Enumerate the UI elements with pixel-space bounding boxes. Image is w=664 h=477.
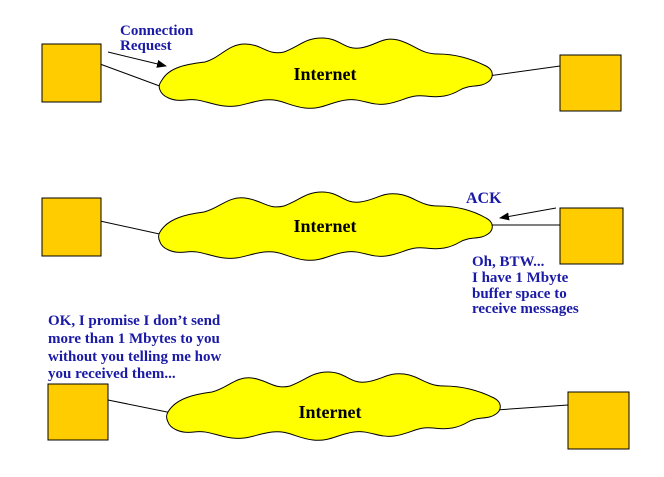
internet-cloud xyxy=(158,37,493,109)
connection-request-label: Connection Request xyxy=(120,23,197,54)
client-host xyxy=(41,197,102,257)
buffer-note-line3: buffer space to xyxy=(472,286,567,302)
link-left-host-to-cloud xyxy=(107,399,173,414)
link-cloud-to-right-host xyxy=(487,65,561,77)
client-host xyxy=(41,43,102,103)
cloud-label: Internet xyxy=(294,216,357,236)
scene-promise: Internet OK, I promise I don’t send more… xyxy=(47,313,630,450)
buffer-note-line2: I have 1 Mbyte xyxy=(472,270,569,286)
cloud-label: Internet xyxy=(294,64,357,84)
server-host xyxy=(559,54,622,112)
promise-line3: without you telling me how xyxy=(48,349,222,365)
buffer-note-line4: receive messages xyxy=(472,301,579,317)
connection-request-arrow xyxy=(107,51,167,68)
link-cloud-to-right-host xyxy=(495,404,569,411)
buffer-space-note: Oh, BTW... I have 1 Mbyte buffer space t… xyxy=(472,254,579,317)
ack-label: ACK xyxy=(466,190,502,207)
client-host xyxy=(47,383,109,441)
promise-note: OK, I promise I don’t send more than 1 M… xyxy=(48,313,225,382)
promise-line4: you received them... xyxy=(48,366,176,382)
buffer-note-line1: Oh, BTW... xyxy=(472,254,545,270)
promise-line1: OK, I promise I don’t send xyxy=(48,313,221,329)
link-left-host-to-cloud xyxy=(99,220,165,236)
scene-ack: Internet ACK Oh, BTW... I have 1 Mbyte b… xyxy=(41,190,624,317)
link-left-host-to-cloud xyxy=(99,63,166,89)
connection-request-line2: Request xyxy=(120,38,172,54)
server-host xyxy=(559,207,624,265)
cloud-label: Internet xyxy=(299,402,362,422)
internet-cloud xyxy=(166,371,501,441)
connection-request-line1: Connection xyxy=(120,23,194,39)
server-host xyxy=(567,391,630,450)
internet-cloud xyxy=(158,191,493,261)
promise-line2: more than 1 Mbytes to you xyxy=(48,331,220,347)
scene-connection-request: Internet Connection Request xyxy=(41,23,622,112)
ack-arrow xyxy=(499,207,557,221)
